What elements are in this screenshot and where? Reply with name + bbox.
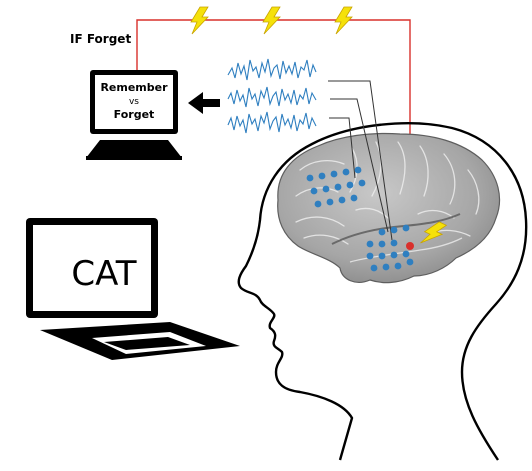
eeg-wave-2 [227, 86, 317, 108]
monitor-icon [86, 70, 182, 160]
electrode-leads [328, 80, 393, 241]
left-arrow-icon [188, 92, 220, 114]
brain-icon [277, 132, 501, 284]
trigger-label: IF Forget [70, 32, 131, 46]
lightning-bolt-icon [190, 6, 209, 35]
monitor-text-vs: vs [129, 97, 139, 107]
electrode-grid-frontal [306, 166, 366, 208]
lightning-bolt-icon [262, 6, 281, 35]
electrode-grid-temporal [366, 224, 414, 272]
stimulus-word: CAT [71, 254, 136, 294]
monitor-text-remember: Remember [100, 81, 168, 94]
laptop-icon [26, 218, 240, 360]
head-profile-icon [237, 122, 528, 461]
eeg-waves [227, 58, 317, 134]
monitor-text-forget: Forget [114, 108, 155, 121]
lightning-bolt-icon [420, 221, 448, 244]
eeg-wave-3 [227, 111, 317, 134]
stimulation-electrode [406, 242, 414, 250]
eeg-wave-1 [227, 58, 317, 81]
lightning-bolt-icon [334, 6, 353, 35]
